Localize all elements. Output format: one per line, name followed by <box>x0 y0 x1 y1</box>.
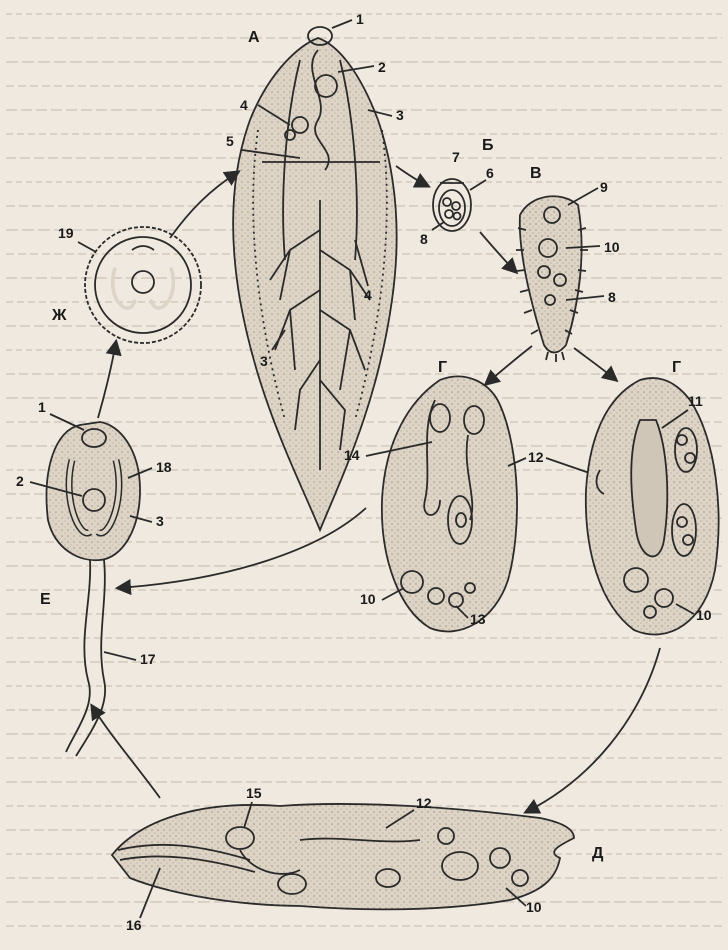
label-a-1: 1 <box>356 11 364 27</box>
label-b-7: 7 <box>452 149 460 165</box>
label-g1-14: 14 <box>344 447 360 463</box>
arrow-miracidium-to-sporocyst <box>486 346 532 384</box>
stage-e-cercaria: 1 2 18 3 Е 17 <box>16 399 172 756</box>
label-b-8: 8 <box>420 231 428 247</box>
label-a-3-bottom: 3 <box>260 353 268 369</box>
arrow-egg-to-miracidium <box>480 232 516 272</box>
label-stage-g-left: Г <box>438 359 447 376</box>
label-a-2: 2 <box>378 59 386 75</box>
label-stage-d: Д <box>592 845 604 862</box>
label-v-10: 10 <box>604 239 620 255</box>
label-e-3: 3 <box>156 513 164 529</box>
label-stage-a: А <box>248 29 260 46</box>
label-stage-g-right: Г <box>672 359 681 376</box>
label-e-17: 17 <box>140 651 156 667</box>
label-g1-10: 10 <box>360 591 376 607</box>
label-g2-11: 11 <box>688 393 703 409</box>
label-v-9: 9 <box>600 179 608 195</box>
stage-d-redia: 15 12 16 Д 10 <box>112 785 604 933</box>
arrow-cercaria-to-cyst <box>98 342 116 418</box>
stage-v-miracidium: В 9 10 8 <box>516 165 620 362</box>
label-b-6: 6 <box>486 165 494 181</box>
label-d-16: 16 <box>126 917 142 933</box>
label-a-3-top: 3 <box>396 107 404 123</box>
label-e-2: 2 <box>16 473 24 489</box>
arrow-adult-to-egg <box>396 166 428 186</box>
label-d-10: 10 <box>526 899 542 915</box>
label-e-18: 18 <box>156 459 172 475</box>
arrow-redia-to-elongated <box>526 648 660 812</box>
label-e-1: 1 <box>38 399 46 415</box>
stage-g-redia: Г 11 10 <box>586 359 719 635</box>
label-d-15: 15 <box>246 785 262 801</box>
label-a-4-top: 4 <box>240 97 248 113</box>
stage-a-adult: А 1 2 3 4 5 4 3 <box>226 11 404 530</box>
arrow-miracidium-to-redia <box>574 348 616 380</box>
label-a-5: 5 <box>226 133 234 149</box>
label-v-8: 8 <box>608 289 616 305</box>
label-g1-13: 13 <box>470 611 486 627</box>
arrow-redia-to-cercaria <box>92 706 160 798</box>
label-stage-b: Б <box>482 137 494 154</box>
label-g2-10: 10 <box>696 607 712 623</box>
label-stage-zh: Ж <box>51 307 67 324</box>
label-zh-19: 19 <box>58 225 74 241</box>
label-d-12: 12 <box>416 795 432 811</box>
label-stage-e: Е <box>40 591 51 608</box>
label-a-4-bottom: 4 <box>364 287 372 303</box>
label-g-12: 12 <box>528 449 544 465</box>
label-stage-v: В <box>530 165 542 182</box>
